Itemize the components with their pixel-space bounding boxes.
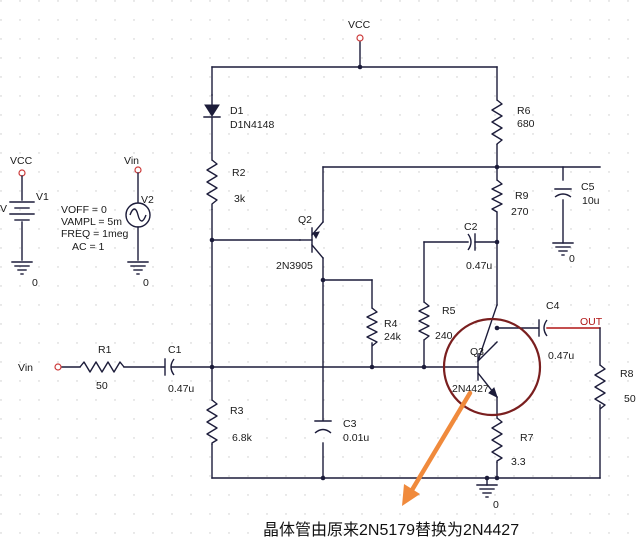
r5-name: R5 [442,305,456,317]
capacitor-c3: C3 0.01u [314,418,369,444]
c3-name: C3 [343,418,357,430]
v2-param-vampl: VAMPL = 5m [61,216,122,228]
resistor-r3: R3 6.8k [206,399,253,445]
resistor-r8: R8 50 [594,364,636,410]
r3-value: 6.8k [232,432,253,444]
c2-name: C2 [464,221,478,233]
c2-value: 0.47u [466,260,492,272]
r4-name: R4 [384,318,398,330]
ground-main-label: 0 [493,499,499,511]
q2-value: 2N3905 [276,260,313,272]
c5-name: C5 [581,181,595,193]
c3-value: 0.01u [343,432,369,444]
r2-value: 3k [234,193,246,205]
out-port: OUT [580,316,603,328]
r1-name: R1 [98,344,112,356]
r8-value: 50 [624,393,636,405]
r1-value: 50 [96,380,108,392]
capacitor-c5: C5 10u [554,181,600,207]
vcc-top-label: VCC [348,19,371,31]
vcc-v1-label: VCC [10,155,33,167]
capacitor-c4: C4 0.47u [538,300,574,362]
r2-name: R2 [232,167,246,179]
q3-value: 2N4427 [452,383,489,395]
resistor-r4: R4 24k [366,307,402,347]
c4-value: 0.47u [548,350,574,362]
r5-value: 240 [435,330,453,342]
resistor-r1: R1 50 [79,344,125,392]
ground-c5: 0 [552,242,575,265]
out-label: OUT [580,316,603,328]
resistor-r7: R7 3.3 [491,417,534,468]
c1-name: C1 [168,344,182,356]
ground-v1: 0 [11,261,38,289]
v2-param-voff: VOFF = 0 [61,204,107,216]
r8-name: R8 [620,368,634,380]
q3-highlight [442,317,542,417]
vin-input-label: Vin [18,362,33,374]
annotation-caption: 晶体管由原来2N5179替换为2N4427 [263,521,519,539]
c1-value: 0.47u [168,383,194,395]
r7-value: 3.3 [511,456,526,468]
vcc-top-symbol: VCC [348,19,371,42]
ground-v2-label: 0 [143,277,149,289]
r9-name: R9 [515,190,529,202]
ground-c5-label: 0 [569,253,575,265]
r9-value: 270 [511,206,529,218]
r4-value: 24k [384,331,402,343]
ground-v1-label: 0 [32,277,38,289]
resistor-r2: R2 3k [206,159,246,210]
vin-v2-label: Vin [124,155,139,167]
transistor-q3: Q3 2N4427 [452,304,498,398]
vin-input-port: Vin [18,362,62,374]
diode-d1: D1 D1N4148 [203,94,275,131]
q2-name: Q2 [298,214,312,226]
junction-dots [209,64,500,481]
v1-name: V1 [36,191,49,203]
resistor-r9: R9 270 [491,179,529,218]
c4-name: C4 [546,300,560,312]
r3-name: R3 [230,405,244,417]
ground-main: 0 [476,484,499,511]
r6-name: R6 [517,105,531,117]
r7-name: R7 [520,432,534,444]
annotation-arrow [402,390,473,506]
capacitor-c2: C2 0.47u [464,221,492,272]
d1-name: D1 [230,105,244,117]
capacitor-c1: C1 0.47u [164,344,194,395]
transistor-q2: Q2 2N3905 [276,214,324,272]
v2-source: Vin V2 VOFF = 0 VAMPL = 5m FREQ = 1meg A… [61,155,154,261]
v2-param-ac: AC = 1 [72,241,105,253]
v1-source: VCC V1 V [0,155,49,261]
v2-param-freq: FREQ = 1meg [61,228,129,240]
ground-v2: 0 [127,261,149,289]
resistor-r6: R6 680 [491,99,535,145]
wires [61,41,601,486]
d1-value: D1N4148 [230,119,275,131]
q3-name: Q3 [470,346,484,358]
c5-value: 10u [582,195,600,207]
v1-side-label: V [0,203,7,215]
v2-name: V2 [141,194,154,206]
r6-value: 680 [517,118,535,130]
resistor-r5: R5 240 [418,301,456,342]
